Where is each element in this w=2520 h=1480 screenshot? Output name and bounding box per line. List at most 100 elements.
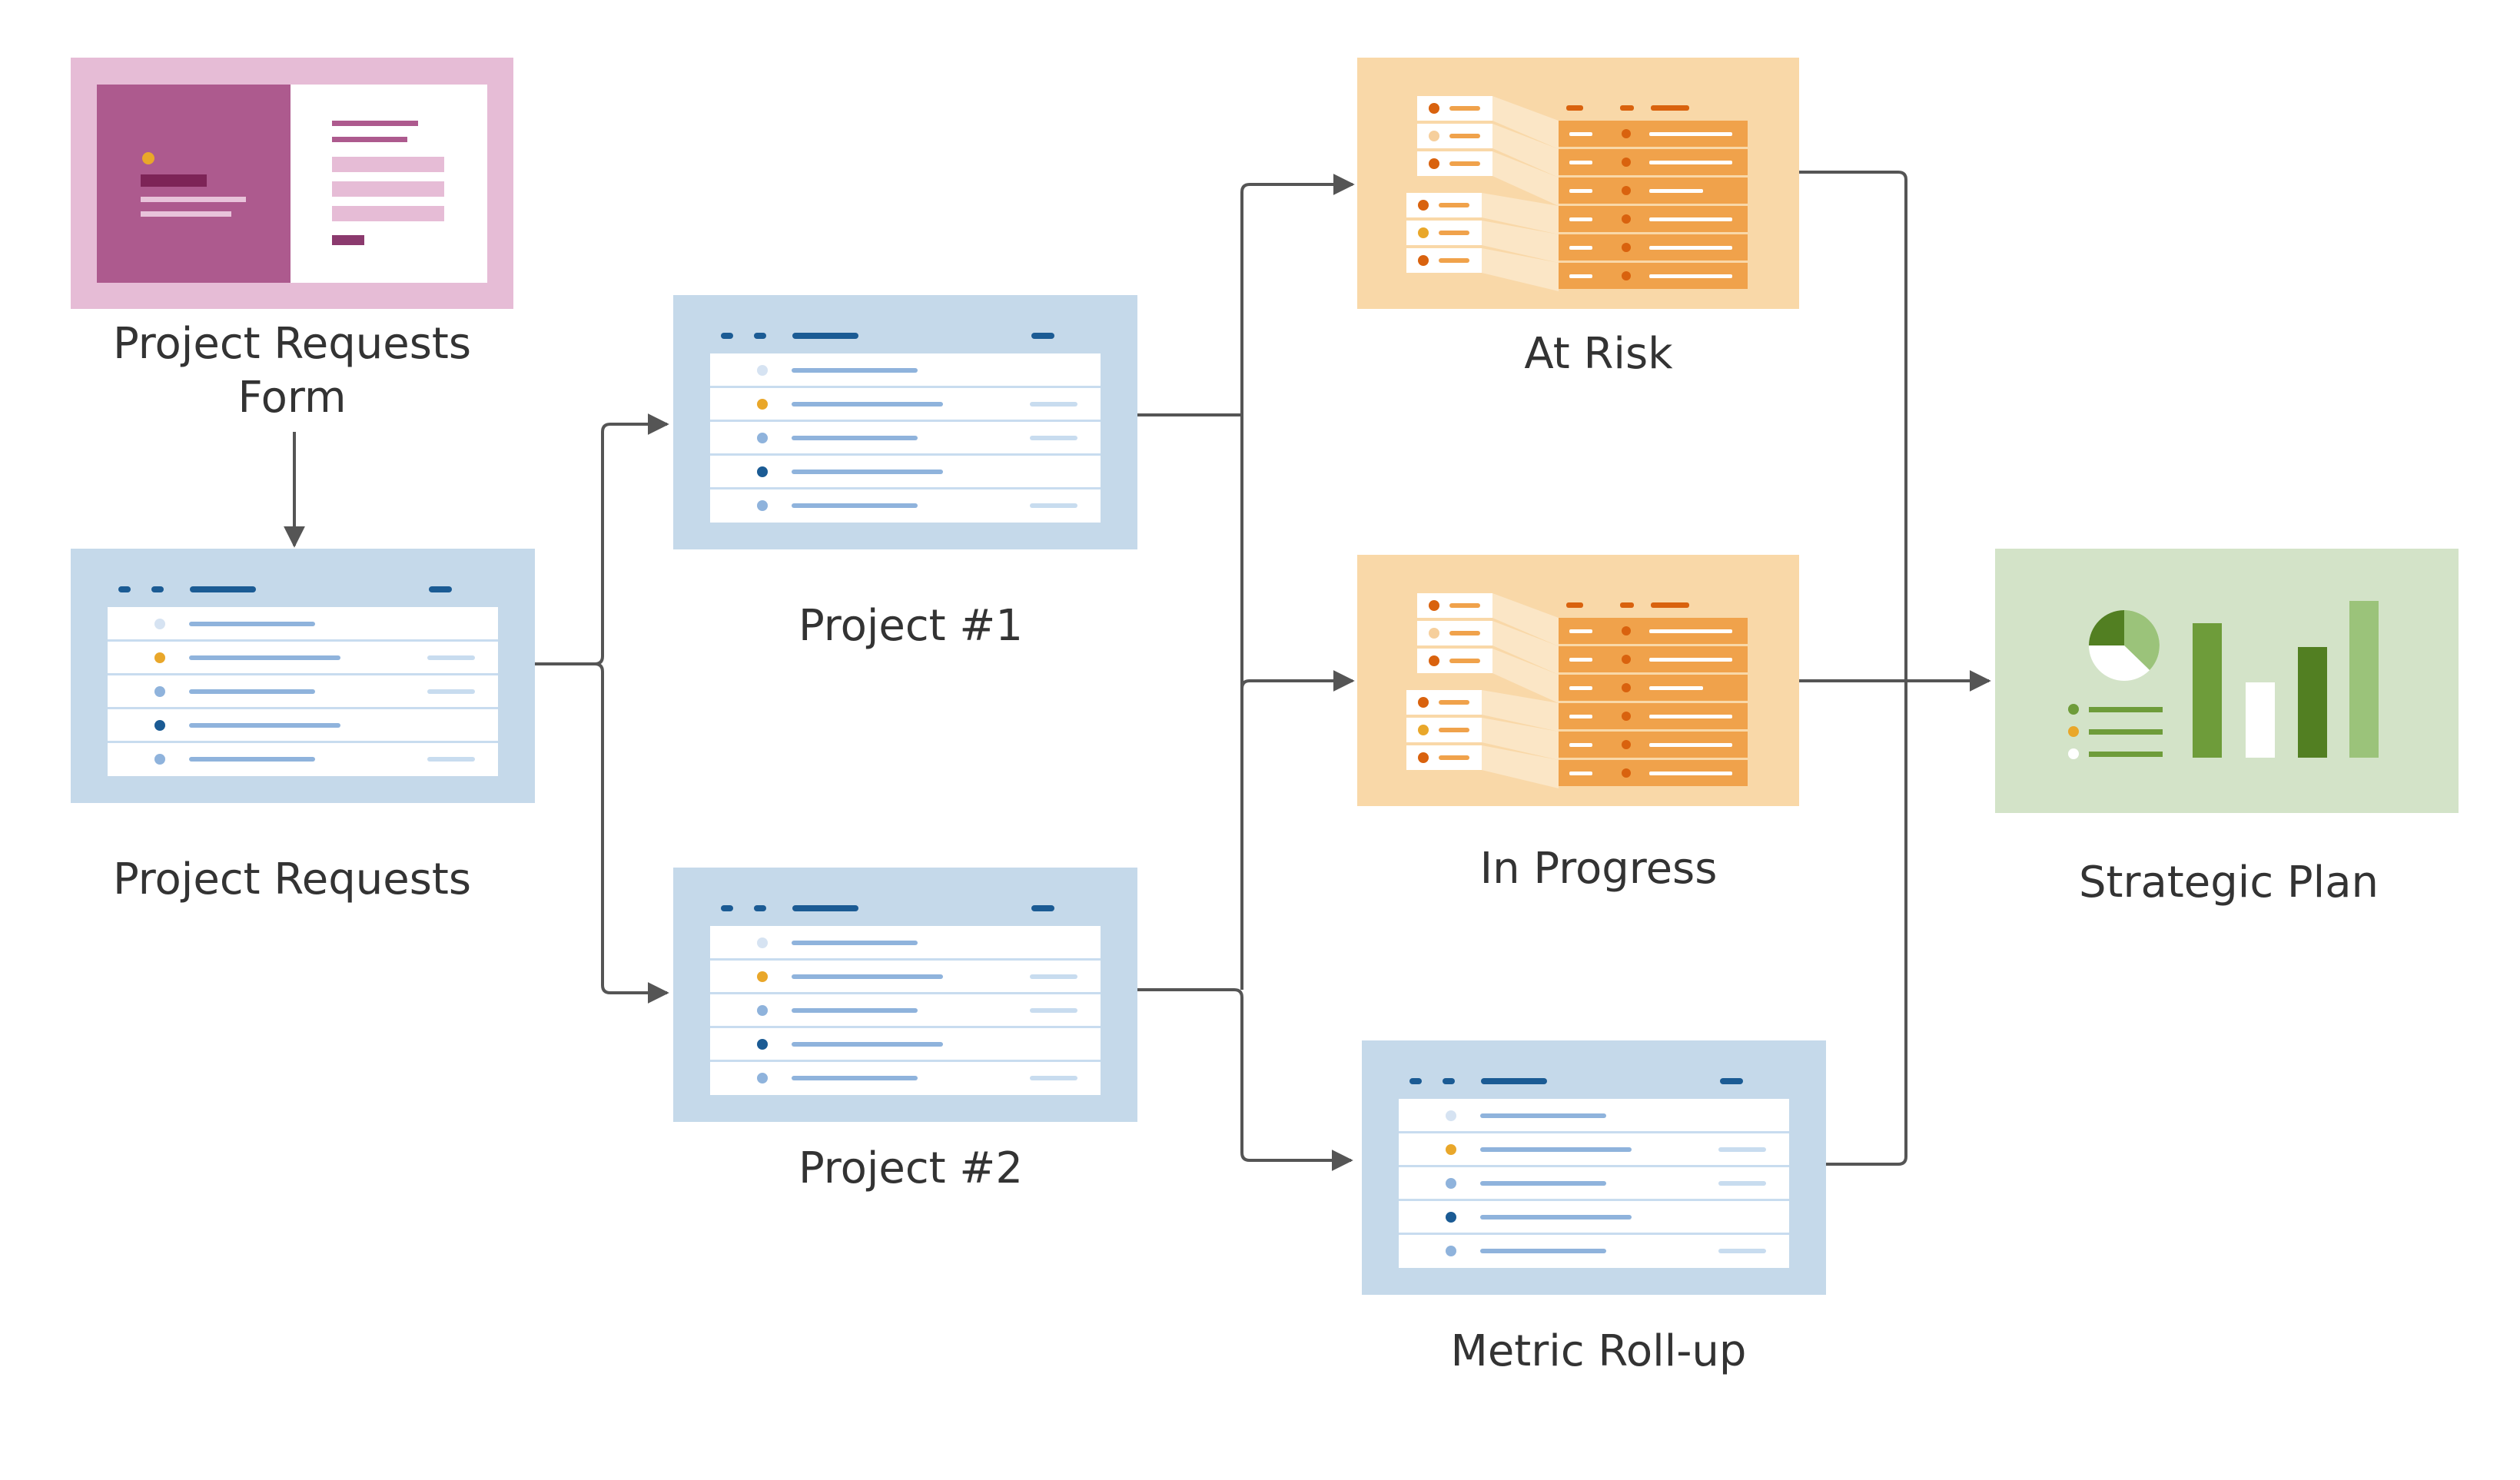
report-grid-dot [1622,740,1631,749]
sheet-row-dot [757,971,768,982]
sheet-row-line [189,655,340,660]
plan-pie-slice-dark [2089,610,2124,645]
sheet-row-line [189,757,315,762]
report-grid-line [1569,686,1592,690]
report-grid-dot [1622,214,1631,224]
report-header-bar [1651,105,1689,111]
plan-bar [2349,601,2379,758]
plan-pie-slice-light [2124,610,2160,670]
sheet-row-dot [1446,1144,1456,1155]
sheet-row-line [189,622,315,626]
sheet-header-dot [721,333,733,339]
sheet-row-dot [757,365,768,376]
connector-to-at-risk [1240,174,1355,990]
sheet-row-value [1030,503,1077,508]
report-grid-line [1569,658,1592,662]
strategic-plan-node [1995,549,2459,813]
sheet-row-dot [1446,1110,1456,1121]
sheet-row-line [1480,1181,1606,1186]
report-connector-band [1492,151,1559,206]
sheet-row-value [1030,402,1077,407]
report-grid-line [1649,246,1732,250]
sheet-row-dot [1446,1178,1456,1189]
report-grid-line [1569,161,1592,164]
report-header-bar [1620,105,1634,111]
form-field [332,181,444,197]
report-in-progress [1357,555,1799,806]
report-at-risk [1357,58,1799,309]
sheet-row-line [792,470,943,474]
sheet-row-dot [757,500,768,511]
report-connector-band [1482,718,1559,760]
report-card-line [1449,631,1480,635]
sheet-row-divider [1399,1131,1789,1133]
report-grid-line [1569,217,1592,221]
sheet-row-line [792,368,918,373]
report-card-line [1439,203,1469,207]
sheet-row-line [792,436,918,440]
sheet-row-divider [710,453,1101,456]
report-grid-line [1649,715,1732,718]
sheet-header-bar [190,586,256,592]
sheet-row-line [189,689,315,694]
report-connector-band [1492,621,1559,675]
sheet-row-line [189,723,340,728]
label-project-requests-form: Project Requests Form [112,319,472,423]
report-grid-line [1649,629,1732,633]
form-title-line [332,137,407,142]
report-card-line [1439,728,1469,732]
sheet-row-dot [757,1039,768,1050]
form-status-dot [142,152,154,164]
sheet-row-divider [710,958,1101,961]
form-text-line [141,211,231,217]
connector-at-risk-out [1798,171,1907,1166]
report-card-line [1439,755,1469,760]
report-grid-dot [1622,186,1631,195]
report-grid-line [1569,772,1592,775]
label-metric-rollup: Metric Roll-up [1450,1326,1747,1376]
sheet-header-bar [792,333,858,339]
report-connector-band [1482,745,1559,788]
form-heading-bar [141,174,207,187]
report-grid-line [1649,658,1732,662]
report-connector-band [1492,593,1559,646]
sheet-row-divider [1399,1199,1789,1201]
sheet-row-divider [710,420,1101,422]
report-card-dot [1429,131,1439,141]
plan-legend-dot [2068,748,2079,759]
report-card-line [1439,231,1469,235]
report-card-dot [1429,655,1439,666]
connector-requests-to-project2 [594,662,669,1004]
report-grid-line [1649,161,1732,164]
sheet-row-line [1480,1249,1606,1253]
sheet-row-dot [757,466,768,477]
sheet-header-dot [754,905,766,911]
form-field [332,206,444,221]
report-card-line [1439,700,1469,705]
report-grid-line [1569,629,1592,633]
plan-bar [2193,623,2222,758]
report-card-dot [1418,227,1429,238]
report-grid-line [1649,274,1732,278]
sheet-row-value [1718,1249,1766,1253]
sheet-row-divider [710,386,1101,388]
report-header-bar [1651,602,1689,608]
sheet-metric-rollup [1362,1040,1826,1295]
report-grid-line [1649,743,1732,747]
report-card-dot [1429,600,1439,611]
sheet-row-dot [757,1005,768,1016]
report-card-dot [1429,628,1439,639]
report-grid-line [1649,132,1732,136]
sheet-row-divider [710,992,1101,994]
sheet-row-dot [757,399,768,410]
report-card-line [1449,659,1480,663]
sheet-row-dot [154,720,165,731]
report-card-line [1449,603,1480,608]
sheet-row-divider [108,741,498,743]
report-grid-line [1649,189,1703,193]
sheet-row-line [1480,1215,1632,1220]
report-header-bar [1566,105,1583,111]
report-grid-line [1569,743,1592,747]
